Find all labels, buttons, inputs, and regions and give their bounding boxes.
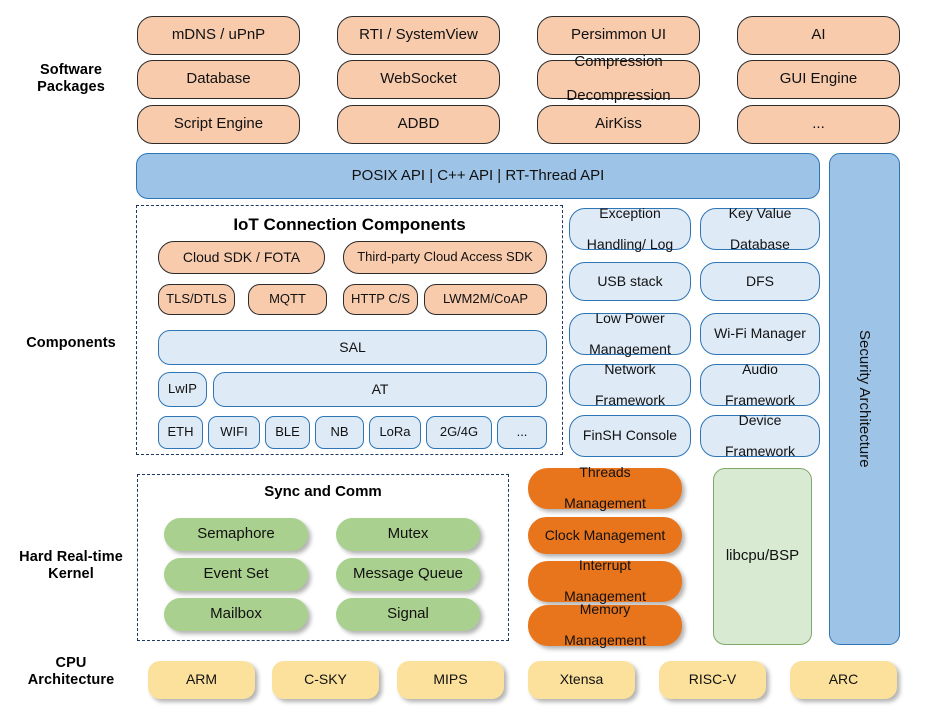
component-audio-framework[interactable]: Audio Framework xyxy=(700,360,820,408)
package-more[interactable]: ... xyxy=(737,105,900,144)
package-gui-engine[interactable]: GUI Engine xyxy=(737,60,900,99)
component-device-framework[interactable]: Device Framework xyxy=(700,411,820,459)
component-usb-stack[interactable]: USB stack xyxy=(569,262,691,301)
component-network-framework[interactable]: Network Framework xyxy=(569,360,691,408)
kvdb-line1: Key Value xyxy=(728,204,792,221)
iot-connection-components-group: IoT Connection Components xyxy=(136,205,563,455)
iot-sal[interactable]: SAL xyxy=(158,330,547,365)
package-rti-systemview[interactable]: RTI / SystemView xyxy=(337,16,500,55)
security-architecture-label: Security Architecture xyxy=(856,330,873,468)
memory-line1: Memory xyxy=(579,601,631,617)
row-label-software-packages: Software Packages xyxy=(10,62,132,96)
iot-lwm2m-coap[interactable]: LWM2M/CoAP xyxy=(424,284,547,315)
interrupt-line1: Interrupt xyxy=(578,557,632,573)
iot-lwip[interactable]: LwIP xyxy=(158,372,207,407)
cpu-xtensa[interactable]: Xtensa xyxy=(528,661,635,699)
iot-at[interactable]: AT xyxy=(213,372,547,407)
iot-link-wifi[interactable]: WIFI xyxy=(208,416,260,449)
package-ai[interactable]: AI xyxy=(737,16,900,55)
iot-http-cs[interactable]: HTTP C/S xyxy=(343,284,418,315)
kernel-threads-management[interactable]: Threads Management xyxy=(528,464,682,512)
sync-group-title: Sync and Comm xyxy=(264,483,382,500)
iot-mqtt[interactable]: MQTT xyxy=(248,284,327,315)
kvdb-line2: Database xyxy=(730,235,790,252)
package-airkiss[interactable]: AirKiss xyxy=(537,105,700,144)
row-label-software-packages-line1: Software xyxy=(39,62,103,78)
package-websocket[interactable]: WebSocket xyxy=(337,60,500,99)
iot-link-2g-4g[interactable]: 2G/4G xyxy=(426,416,492,449)
iot-cloud-sdk-fota[interactable]: Cloud SDK / FOTA xyxy=(158,241,325,274)
row-label-cpu-line1: CPU xyxy=(55,655,87,671)
iot-link-nb[interactable]: NB xyxy=(315,416,364,449)
package-adbd[interactable]: ADBD xyxy=(337,105,500,144)
threads-line2: Management xyxy=(564,495,646,512)
row-label-kernel: Hard Real-time Kernel xyxy=(6,549,136,583)
threads-line1: Threads xyxy=(579,464,631,480)
component-low-power-management[interactable]: Low Power Management xyxy=(569,309,691,357)
component-dfs[interactable]: DFS xyxy=(700,262,820,301)
row-label-cpu-line2: Architecture xyxy=(27,672,115,688)
component-exception-handling-log[interactable]: Exception Handling/ Log xyxy=(569,204,691,252)
package-mdns-upnp[interactable]: mDNS / uPnP xyxy=(137,16,300,55)
compression-line2: Decompression xyxy=(566,86,671,104)
interrupt-line2: Management xyxy=(564,588,646,605)
network-line1: Network xyxy=(604,360,656,377)
iot-link-more[interactable]: ... xyxy=(497,416,547,449)
lowpower-line2: Management xyxy=(589,340,671,357)
kernel-message-queue[interactable]: Message Queue xyxy=(336,558,480,591)
kernel-interrupt-management[interactable]: Interrupt Management xyxy=(528,557,682,605)
cpu-c-sky[interactable]: C-SKY xyxy=(272,661,379,699)
kernel-clock-management[interactable]: Clock Management xyxy=(528,517,682,554)
audio-line1: Audio xyxy=(742,360,778,377)
cpu-risc-v[interactable]: RISC-V xyxy=(659,661,766,699)
device-line2: Framework xyxy=(724,442,795,459)
package-database[interactable]: Database xyxy=(137,60,300,99)
security-architecture-bar: Security Architecture xyxy=(829,153,900,645)
iot-tls-dtls[interactable]: TLS/DTLS xyxy=(158,284,235,315)
kernel-memory-management[interactable]: Memory Management xyxy=(528,601,682,649)
iot-group-title: IoT Connection Components xyxy=(233,215,466,234)
package-compression-decompression[interactable]: Compression Decompression xyxy=(537,54,700,104)
api-bar: POSIX API | C++ API | RT-Thread API xyxy=(136,153,820,199)
component-key-value-database[interactable]: Key Value Database xyxy=(700,204,820,252)
audio-line2: Framework xyxy=(724,391,795,408)
row-label-kernel-line2: Kernel xyxy=(48,566,94,582)
kernel-mutex[interactable]: Mutex xyxy=(336,518,480,551)
kernel-event-set[interactable]: Event Set xyxy=(164,558,308,591)
iot-link-lora[interactable]: LoRa xyxy=(369,416,421,449)
exception-line1: Exception xyxy=(599,204,661,221)
api-bar-label: POSIX API | C++ API | RT-Thread API xyxy=(351,166,605,184)
network-line2: Framework xyxy=(594,391,665,408)
iot-link-ble[interactable]: BLE xyxy=(265,416,310,449)
package-persimmon-ui[interactable]: Persimmon UI xyxy=(537,16,700,55)
memory-line2: Management xyxy=(564,632,646,649)
kernel-mailbox[interactable]: Mailbox xyxy=(164,598,308,631)
row-label-kernel-line1: Hard Real-time xyxy=(19,549,123,565)
cpu-mips[interactable]: MIPS xyxy=(397,661,504,699)
sync-and-comm-group: Sync and Comm xyxy=(137,474,509,641)
libcpu-bsp[interactable]: libcpu/BSP xyxy=(713,468,812,645)
component-finsh-console[interactable]: FinSH Console xyxy=(569,415,691,457)
kernel-signal[interactable]: Signal xyxy=(336,598,480,631)
row-label-components: Components xyxy=(26,335,116,351)
component-wifi-manager[interactable]: Wi-Fi Manager xyxy=(700,313,820,355)
row-label-software-packages-line2: Packages xyxy=(37,79,105,95)
iot-link-eth[interactable]: ETH xyxy=(158,416,203,449)
row-label-cpu-architecture: CPU Architecture xyxy=(6,655,136,689)
device-line1: Device xyxy=(738,411,782,428)
exception-line2: Handling/ Log xyxy=(586,235,674,252)
lowpower-line1: Low Power xyxy=(595,309,665,326)
cpu-arm[interactable]: ARM xyxy=(148,661,255,699)
package-script-engine[interactable]: Script Engine xyxy=(137,105,300,144)
cpu-arc[interactable]: ARC xyxy=(790,661,897,699)
compression-line1: Compression xyxy=(574,53,663,71)
kernel-semaphore[interactable]: Semaphore xyxy=(164,518,308,551)
iot-third-party-cloud-access-sdk[interactable]: Third-party Cloud Access SDK xyxy=(343,241,547,274)
